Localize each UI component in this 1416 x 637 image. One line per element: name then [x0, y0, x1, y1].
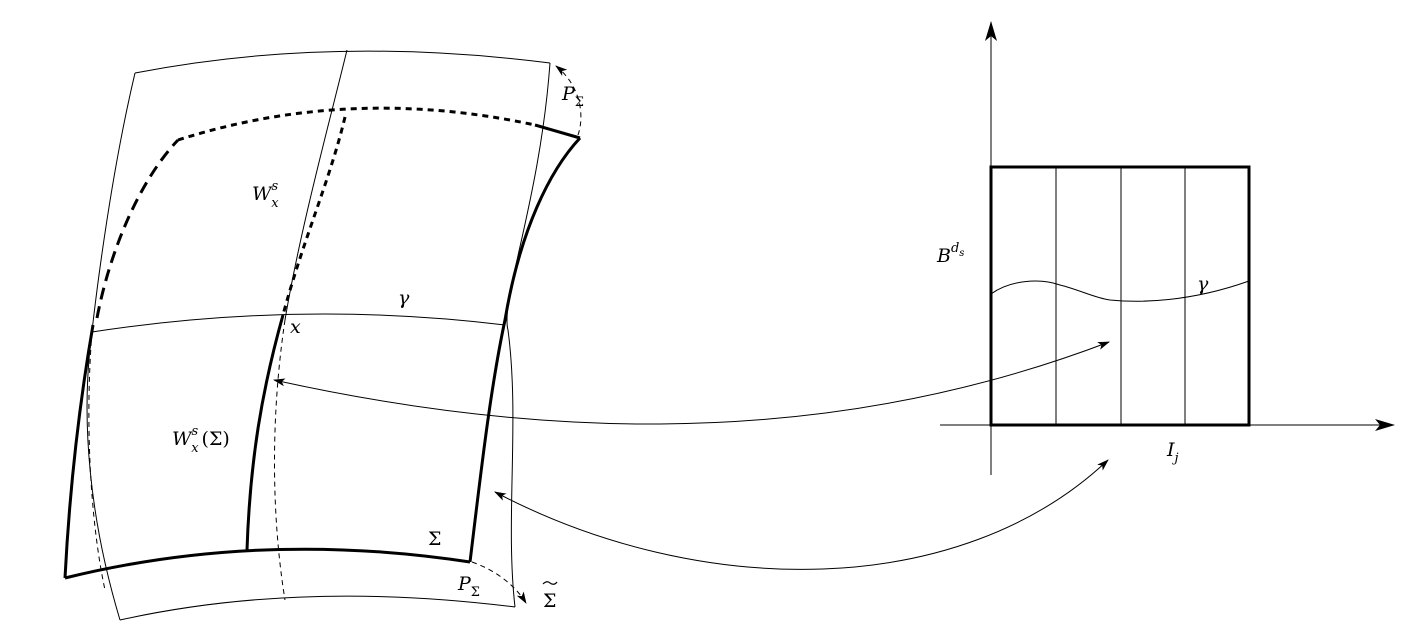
- gamma-curve-right: [990, 280, 1250, 302]
- p-sigma-top-label: PΣ: [561, 83, 584, 110]
- outer-left-edge: [86, 72, 136, 621]
- x-point-label: x: [290, 316, 301, 338]
- svg-text:Σ: Σ: [543, 590, 556, 612]
- sigma-left-dashed: [95, 138, 180, 319]
- sigma-top-dotted: [177, 106, 536, 142]
- tilde-mark: [542, 581, 558, 585]
- outer-right-edge: [506, 62, 551, 608]
- inner-vertical-bottom: [273, 319, 286, 601]
- gamma-left-label: γ: [398, 287, 410, 309]
- gamma-right-label: γ: [1197, 273, 1209, 295]
- sigma-bottom-edge: [64, 547, 471, 580]
- box: [989, 165, 1251, 427]
- wxs-dotted: [281, 116, 347, 316]
- sigma-right-edge: [468, 136, 582, 563]
- b-ds-label: Bds: [936, 241, 964, 267]
- sigma-top-corner: [534, 123, 581, 140]
- left-dashed-projection: [88, 331, 106, 591]
- sigma-left-edge: [63, 324, 95, 579]
- wxs-sigma-curve: [245, 314, 285, 551]
- upper-correspondence-arrow: [273, 341, 1110, 425]
- sigma-surface: [63, 106, 582, 580]
- sigma-tilde-label: Σ: [542, 581, 558, 612]
- outer-surface: [86, 49, 551, 621]
- sigma-label: Σ: [428, 528, 441, 550]
- gamma-curve-left: [91, 313, 506, 333]
- p-sigma-bottom-label: PΣ: [457, 573, 480, 600]
- lower-correspondence-arrow: [494, 459, 1109, 570]
- i-j-label: Ij: [1166, 439, 1179, 466]
- p-sigma-bottom-arrow: [471, 561, 527, 604]
